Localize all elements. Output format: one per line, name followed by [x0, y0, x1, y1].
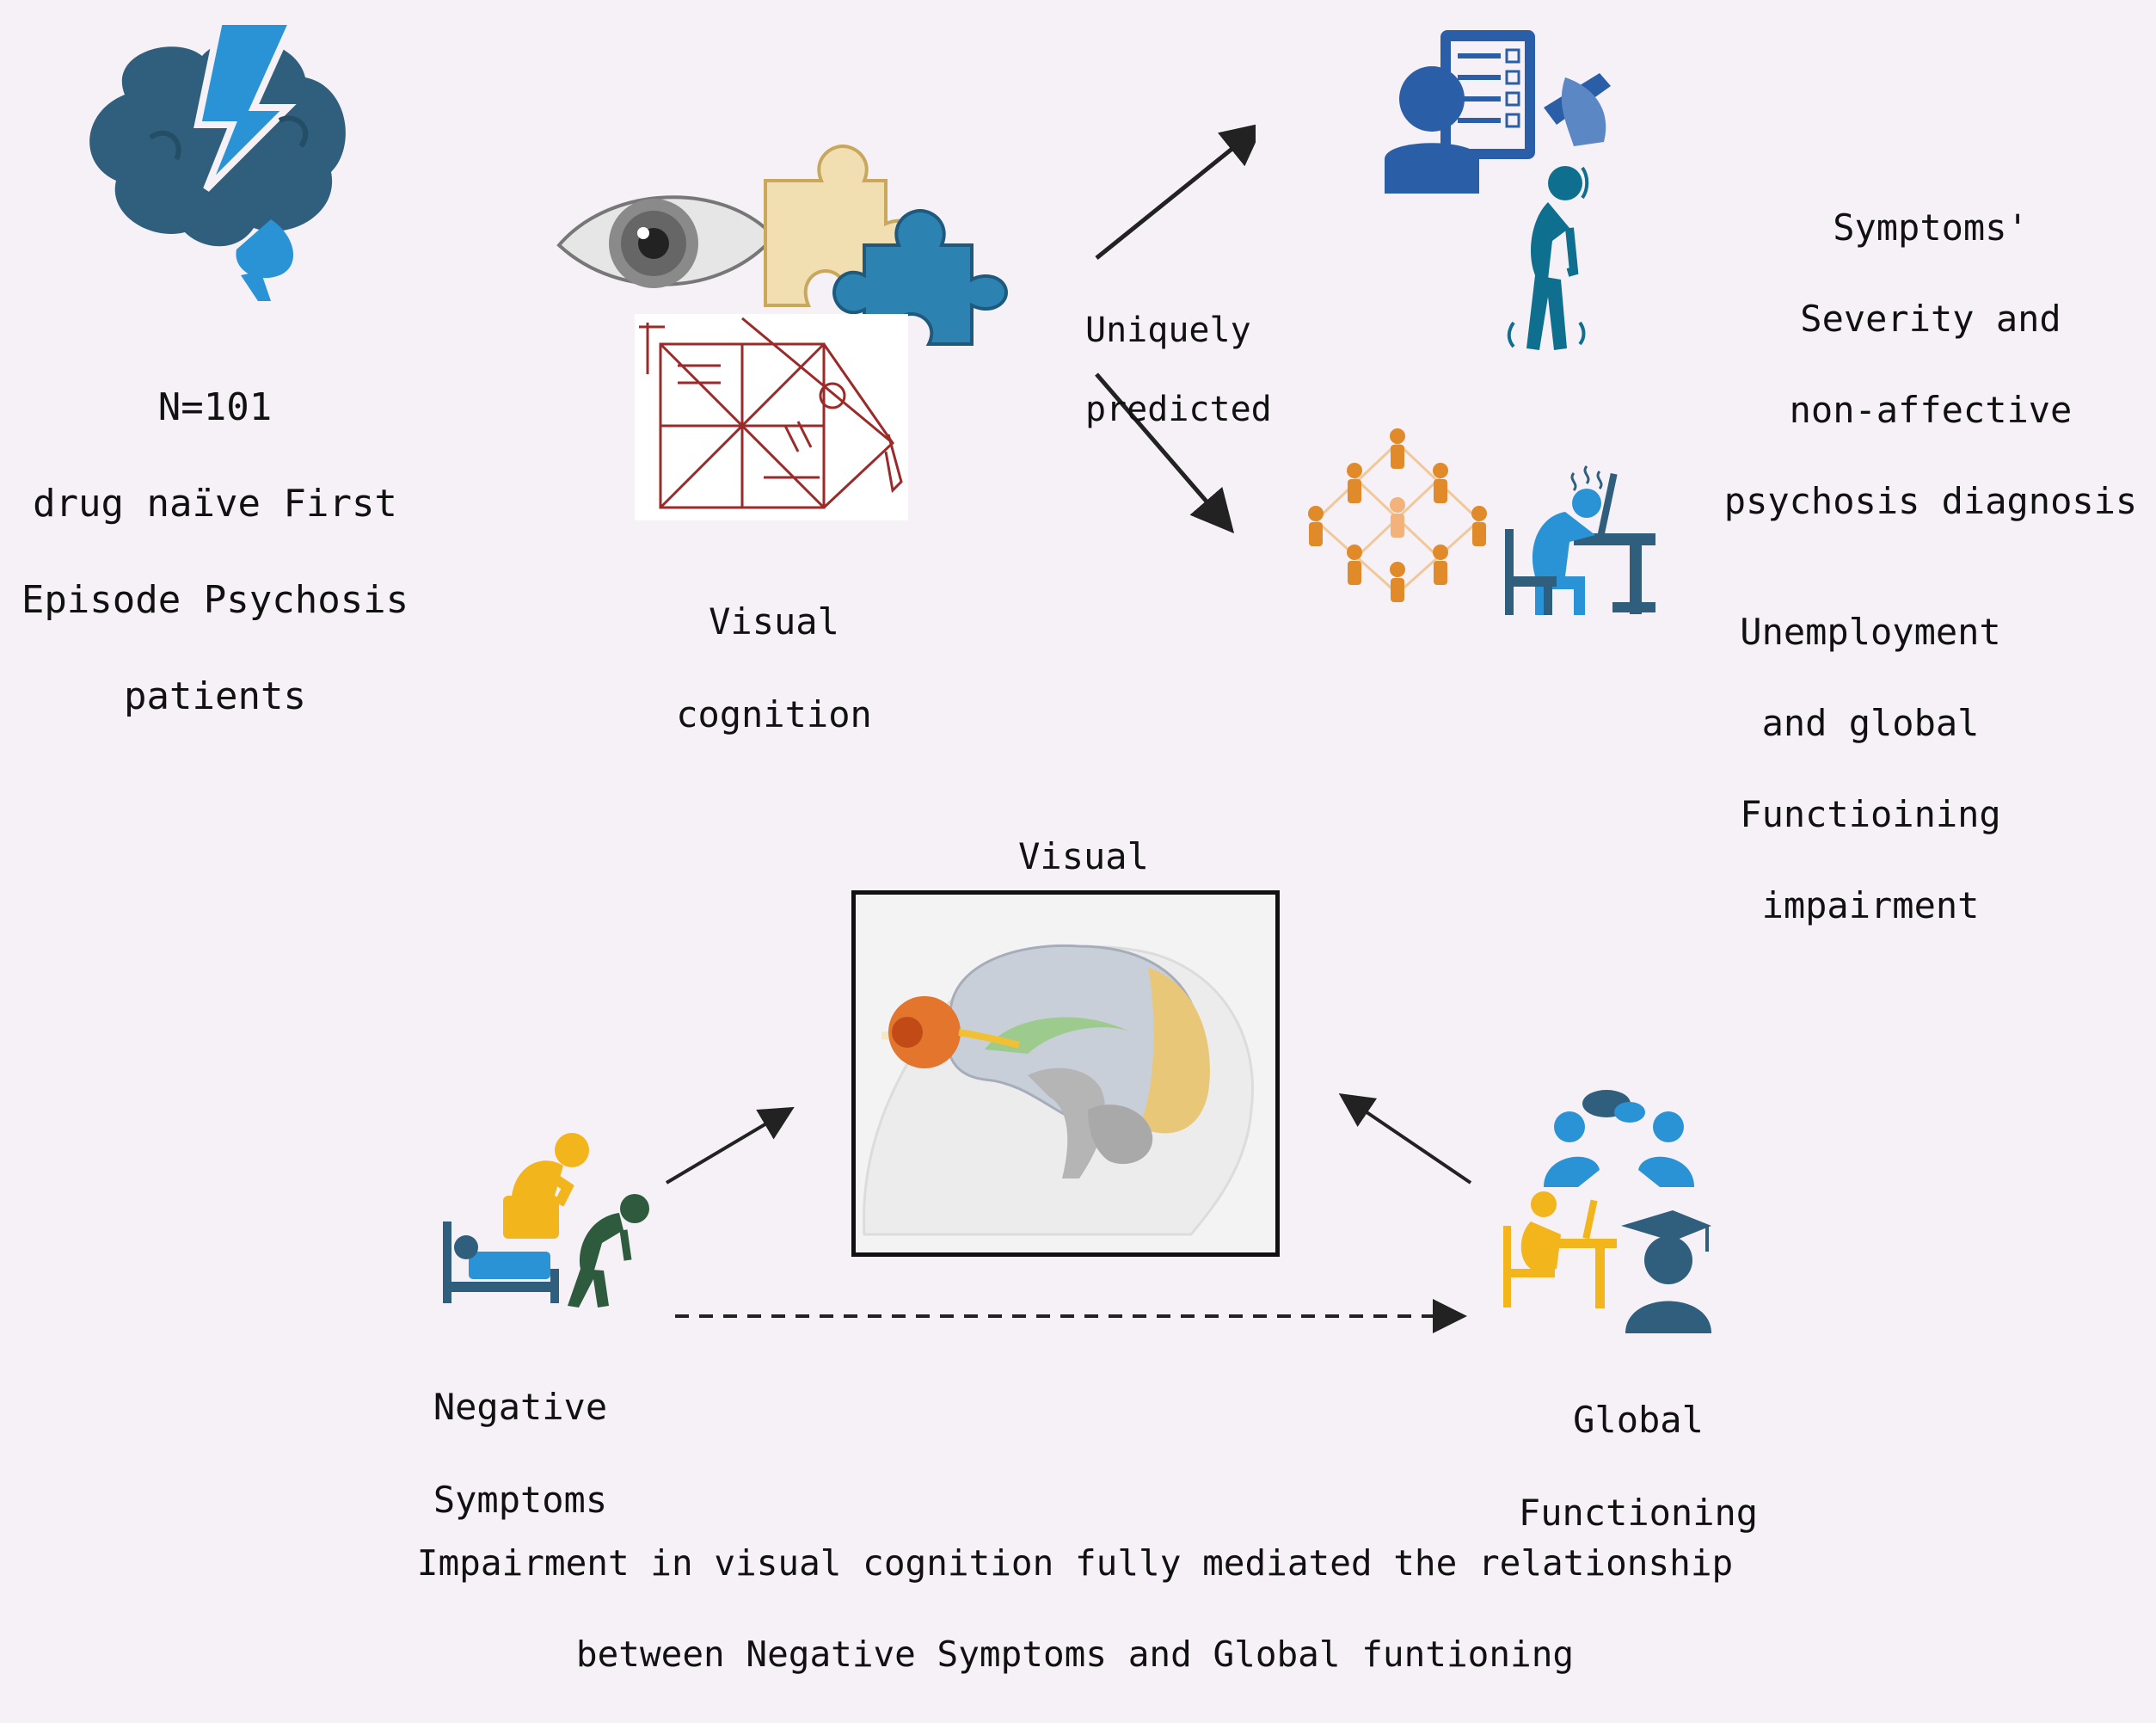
top-arrows: [1084, 116, 1256, 538]
outcome2-line1: Unemployment: [1740, 611, 2001, 653]
brain-lightning-icon: [73, 17, 365, 301]
sample-line3: patients: [124, 674, 306, 718]
conclusion-line1: Impairment in visual cognition fully med…: [416, 1542, 1734, 1584]
outcome1-line2: Severity and: [1800, 298, 2061, 340]
brain-eye-sagittal-icon: [863, 944, 1254, 1236]
outcome-symptoms-label: Symptoms' Severity and non-affective psy…: [1711, 159, 2150, 569]
neg-line2: Symptoms: [433, 1479, 608, 1521]
mediator-box: [851, 890, 1280, 1257]
outcome1-line4: psychosis diagnosis: [1723, 480, 2138, 522]
complex-figure-icon: [635, 314, 908, 520]
outcome1-line1: Symptoms': [1833, 206, 2029, 249]
conclusion-text: Impairment in visual cognition fully med…: [258, 1495, 1892, 1723]
outcome1-line3: non-affective: [1789, 389, 2073, 431]
arrow-label-line1: Uniquely: [1085, 311, 1251, 350]
outcome2-line3: Functioining: [1740, 793, 2001, 835]
mediation-arrows: [654, 1088, 1479, 1338]
sample-description: N=101 drug naïve First Episode Psychosis…: [9, 335, 421, 769]
stressed-worker-icon: [1501, 465, 1655, 615]
clinician-assessment-icon: [1380, 26, 1630, 198]
global-functioning-label: Global Functioning: [1492, 1351, 1784, 1583]
glob-line1: Global: [1573, 1399, 1704, 1441]
glob-line2: Functioning: [1518, 1492, 1759, 1534]
eye-icon: [550, 176, 783, 305]
arrow-label-line2: predicted: [1085, 390, 1272, 429]
mediator-line1: Visual: [1018, 835, 1149, 877]
uniquely-predicted-label: Uniquely predicted: [1085, 271, 1292, 469]
top-visual-line2: cognition: [676, 693, 872, 735]
hunched-person-icon: [1501, 159, 1595, 357]
sample-n: N=101: [157, 385, 273, 429]
conclusion-line2: between Negative Symptoms and Global fun…: [575, 1634, 1575, 1675]
sample-line2: Episode Psychosis: [21, 578, 409, 622]
neg-line1: Negative: [433, 1386, 608, 1428]
global-functioning-icon: [1496, 1088, 1720, 1338]
outcome-unemployment-label: Unemployment and global Functioining imp…: [1724, 563, 2017, 974]
top-visual-cognition-label: Visual cognition: [662, 552, 886, 785]
puzzle-piece-icon: [757, 142, 1015, 357]
top-visual-line1: Visual: [709, 600, 839, 643]
negative-symptoms-icon: [439, 1131, 654, 1308]
negative-symptoms-label: Negative Symptoms: [408, 1338, 632, 1570]
outcome2-line4: impairment: [1761, 884, 1980, 926]
sample-line1: drug naïve First: [33, 482, 397, 526]
people-network-icon: [1299, 426, 1496, 606]
outcome2-line2: and global: [1761, 702, 1980, 744]
